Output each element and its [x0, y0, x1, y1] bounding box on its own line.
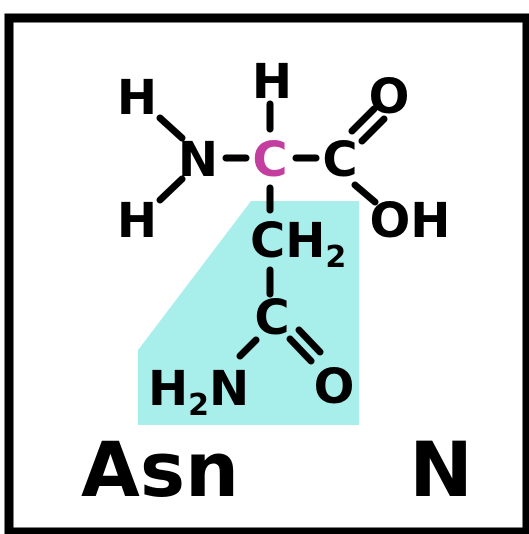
- three-letter-code: Asn: [81, 425, 239, 514]
- carboxyl-oxygen: O: [369, 69, 410, 125]
- bond-ccarboxyl-o-1: [348, 105, 378, 135]
- amide-h: H: [148, 361, 188, 417]
- bond-ccarboxyl-o-2: [358, 115, 388, 145]
- methylene-ch: CH: [250, 213, 325, 269]
- carboxyl-carbon: C: [322, 132, 357, 188]
- side-chain-highlight: [138, 201, 359, 425]
- carboxyl-hydroxyl: OH: [370, 193, 451, 249]
- one-letter-code: N: [409, 425, 473, 514]
- bond-camide-o-1: [286, 335, 315, 365]
- amino-h-top: H: [117, 70, 157, 126]
- amino-nitrogen: N: [178, 132, 218, 188]
- alpha-carbon: C: [252, 132, 287, 188]
- amide-amine-group: H2N: [148, 361, 249, 423]
- card-border: [4, 13, 529, 534]
- bond-camide-nh2: [236, 336, 260, 360]
- alpha-hydrogen: H: [252, 54, 292, 110]
- amino-h-bottom: H: [117, 193, 157, 249]
- amide-nitrogen: N: [209, 361, 249, 417]
- amide-carbon: C: [254, 290, 289, 346]
- methylene-subscript: 2: [325, 240, 346, 275]
- amide-h-subscript: 2: [188, 388, 209, 423]
- amide-oxygen: O: [314, 359, 355, 415]
- bond-h-n-top: [156, 114, 186, 142]
- bond-camide-o-2: [295, 326, 324, 356]
- bond-h-n-bottom: [156, 175, 186, 204]
- bond-ccarboxyl-oh: [351, 181, 379, 206]
- methylene-group: CH2: [250, 213, 346, 275]
